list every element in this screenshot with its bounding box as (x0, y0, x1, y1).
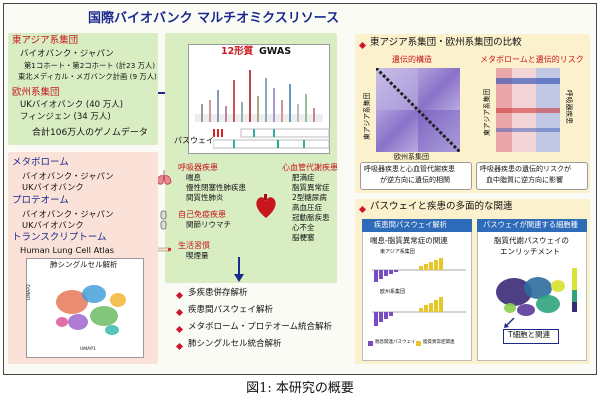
smoking-label: 喫煙量 (186, 251, 209, 260)
obesity-label: 肥満症 (292, 173, 315, 182)
heatmap-metabolome (496, 68, 560, 152)
proteome-ukb: UKバイオバンク (22, 220, 84, 230)
analysis-2: 疾患間パスウェイ解析 (188, 305, 274, 315)
hf-label: 心不全 (292, 223, 315, 232)
bars-east-asian (374, 258, 443, 282)
gwas-title-count: 12形質 (221, 46, 254, 57)
callout-left-text-1: 呼吸器疾患と心血管代謝疾患 (364, 165, 455, 173)
umap-ylabel: UMAP2 (27, 284, 32, 300)
legend-swatch-2 (416, 341, 421, 346)
right-chart-header (477, 219, 587, 232)
total-label: 合計106万人のゲノムデータ (32, 128, 148, 138)
analysis-3: メタボローム・プロテオーム統合解析 (188, 322, 332, 332)
callout-right-text-1: 呼吸器疾患の遺伝的リスクが (480, 165, 571, 173)
callout-right (476, 162, 588, 190)
umap-clusters (56, 285, 126, 335)
right-sub-title-2: エンリッチメント (500, 247, 560, 256)
ukb-label: UKバイオバンク (40 万人) (20, 100, 124, 110)
transcriptome-header: トランスクリプトーム (12, 232, 107, 243)
t2d-label: 2型糖尿病 (292, 193, 327, 202)
left-box-title: 疾患間パスウェイ解析 (374, 220, 447, 229)
european-axis-left: 欧州系集団 (394, 153, 429, 161)
finngen-label: フィンジェン (34 万人) (20, 112, 111, 122)
legend-item-2: 脂質異常症関連 (423, 340, 455, 345)
right-box-title: パスウェイが関連する細胞種 (483, 220, 578, 229)
east-asian-header: 東アジア系集団 (12, 35, 79, 46)
cad-label: 冠動脈疾患 (292, 213, 330, 222)
tcell-label: T細胞と関連 (508, 330, 551, 339)
heatmap-genetic (376, 68, 460, 152)
umap-xlabel: UMAP1 (80, 347, 96, 352)
bbj-cohort-label: 第1コホート・第2コホート (計23 万人) (24, 61, 156, 70)
enrichment-points (496, 268, 577, 316)
left-chart1-label: 東アジア系集団 (380, 249, 415, 255)
proteome-header: プロテオーム (12, 195, 69, 206)
metabolome-risk-title: メタボロームと遺伝的リスク (480, 55, 584, 64)
asthma-label: 喘息 (186, 173, 201, 182)
gwas-title: GWAS (259, 46, 292, 57)
hlca-label: Human Lung Cell Atlas (20, 245, 115, 255)
metabolome-ukb: UKバイオバンク (22, 182, 84, 192)
manhattan-plot (195, 70, 323, 122)
autoimmune-header: 自己免疫疾患 (178, 210, 226, 219)
manhattan-points (195, 70, 323, 122)
pathway-label: パスウェイ (174, 136, 214, 145)
bbj-label: バイオバンク・ジャパン (20, 49, 114, 59)
callout-left (360, 162, 472, 190)
cardio-header: 心血管代謝疾患 (282, 163, 338, 172)
umap-title: 肺シングルセル解析 (50, 260, 118, 269)
metabolome-header: メタボローム (12, 157, 69, 168)
tmm-label: 東北メディカル・メガバンク計画 (9 万人) (18, 72, 157, 81)
page-title: 国際バイオバンク マルチオミクスリソース (88, 11, 340, 26)
bar-chart-european (372, 297, 466, 326)
dyslipidemia-label: 脂質異常症 (292, 183, 330, 192)
enrichment-umap (496, 268, 577, 316)
left-sub-title: 喘息-脂質異常症の関連 (370, 236, 448, 245)
bars-european (374, 297, 443, 326)
callout-right-text-2: 血中脂質に逆方向に影響 (486, 176, 563, 184)
pathway-tracks (213, 128, 330, 149)
left-chart-box (362, 219, 472, 361)
european-header: 欧州系集団 (12, 87, 60, 98)
heart-icon (256, 194, 276, 218)
east-asian-axis-left: 東アジア系集団 (363, 92, 371, 140)
tcell-badge (503, 329, 559, 344)
genetic-structure-title: 遺伝的構造 (392, 55, 432, 64)
right-sub-title-1: 脂質代謝パスウェイの (494, 236, 569, 245)
pathway-header: パスウェイと疾患の多面的な関連 (370, 201, 513, 212)
analysis-1: 多疾患併存解析 (188, 288, 248, 298)
lifestyle-header: 生活習慣 (178, 241, 210, 250)
legend-swatch-1 (368, 341, 373, 346)
respiratory-axis-right: 呼吸器疾患 (565, 90, 573, 124)
joint-icon (160, 210, 167, 230)
proteome-bbj: バイオバンク・ジャパン (22, 209, 114, 219)
tcell-arrow (504, 318, 515, 328)
ipf-label: 間質性肺炎 (186, 193, 224, 202)
respiratory-header: 呼吸器疾患 (178, 163, 218, 172)
left-chart-header (362, 219, 472, 232)
bar-chart-east-asian (372, 258, 466, 282)
ra-label: 関節リウマチ (186, 220, 231, 229)
legend-item-1: 喘息関連パスウェイ (375, 340, 416, 345)
copd-label: 慢性閉塞性肺疾患 (186, 183, 246, 192)
stroke-label: 脳梗塞 (292, 233, 315, 242)
left-chart2-label: 欧州系集団 (380, 289, 406, 295)
east-asian-axis-right: 東アジア系集団 (483, 88, 491, 136)
analysis-4: 肺シングルセル統合解析 (188, 339, 282, 349)
figure-caption: 図1: 本研究の概要 (246, 381, 354, 396)
panel-genome (8, 33, 158, 145)
arrow-down (234, 257, 244, 282)
callout-left-text-2: が逆方向に遺伝的相関 (380, 176, 450, 184)
hypertension-label: 高血圧症 (292, 203, 322, 212)
comparison-header: 東アジア系集団・欧州系集団の比較 (370, 37, 522, 48)
umap-plot (56, 285, 126, 335)
metabolome-bbj: バイオバンク・ジャパン (22, 171, 114, 181)
